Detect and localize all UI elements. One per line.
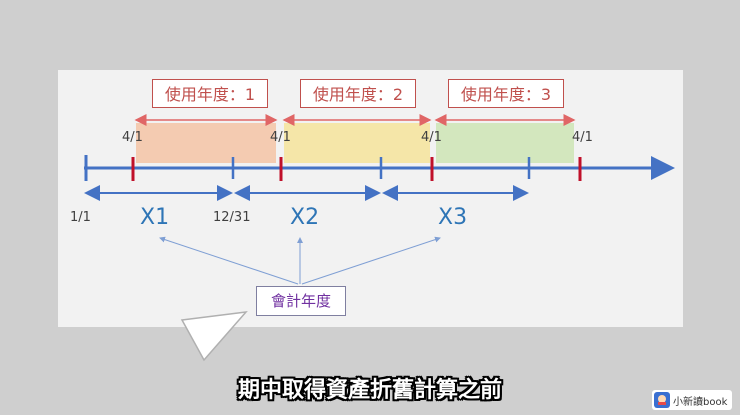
- end-date-label: 12/31: [213, 210, 251, 225]
- tick-label-4-1-b: 4/1: [270, 130, 291, 145]
- subtitle-caption: 期中取得資產折舊計算之前: [237, 378, 502, 403]
- period-3-label: 使用年度：3: [448, 79, 564, 108]
- year-label-x1: X1: [140, 205, 170, 230]
- period-3-block: [436, 123, 574, 163]
- year-label-x2: X2: [290, 205, 320, 230]
- period-1-label: 使用年度：1: [152, 79, 268, 108]
- tick-label-4-1-a: 4/1: [122, 130, 143, 145]
- period-2-label: 使用年度：2: [300, 79, 416, 108]
- pointer-x3: [301, 236, 441, 285]
- start-date-label: 1/1: [70, 210, 91, 225]
- pointer-x1: [159, 236, 299, 285]
- period-2-block: [284, 123, 430, 163]
- year-label-x3: X3: [438, 205, 468, 230]
- tick-label-4-1-c: 4/1: [421, 130, 442, 145]
- channel-logo: 小新讀book: [652, 390, 732, 410]
- tick-label-4-1-d: 4/1: [572, 130, 593, 145]
- book-character-icon: [654, 392, 670, 408]
- logo-text: 小新讀book: [673, 396, 728, 408]
- cursor-pointer-icon: [180, 311, 248, 362]
- period-1-block: [136, 123, 276, 163]
- accounting-year-box: 會計年度: [256, 286, 346, 316]
